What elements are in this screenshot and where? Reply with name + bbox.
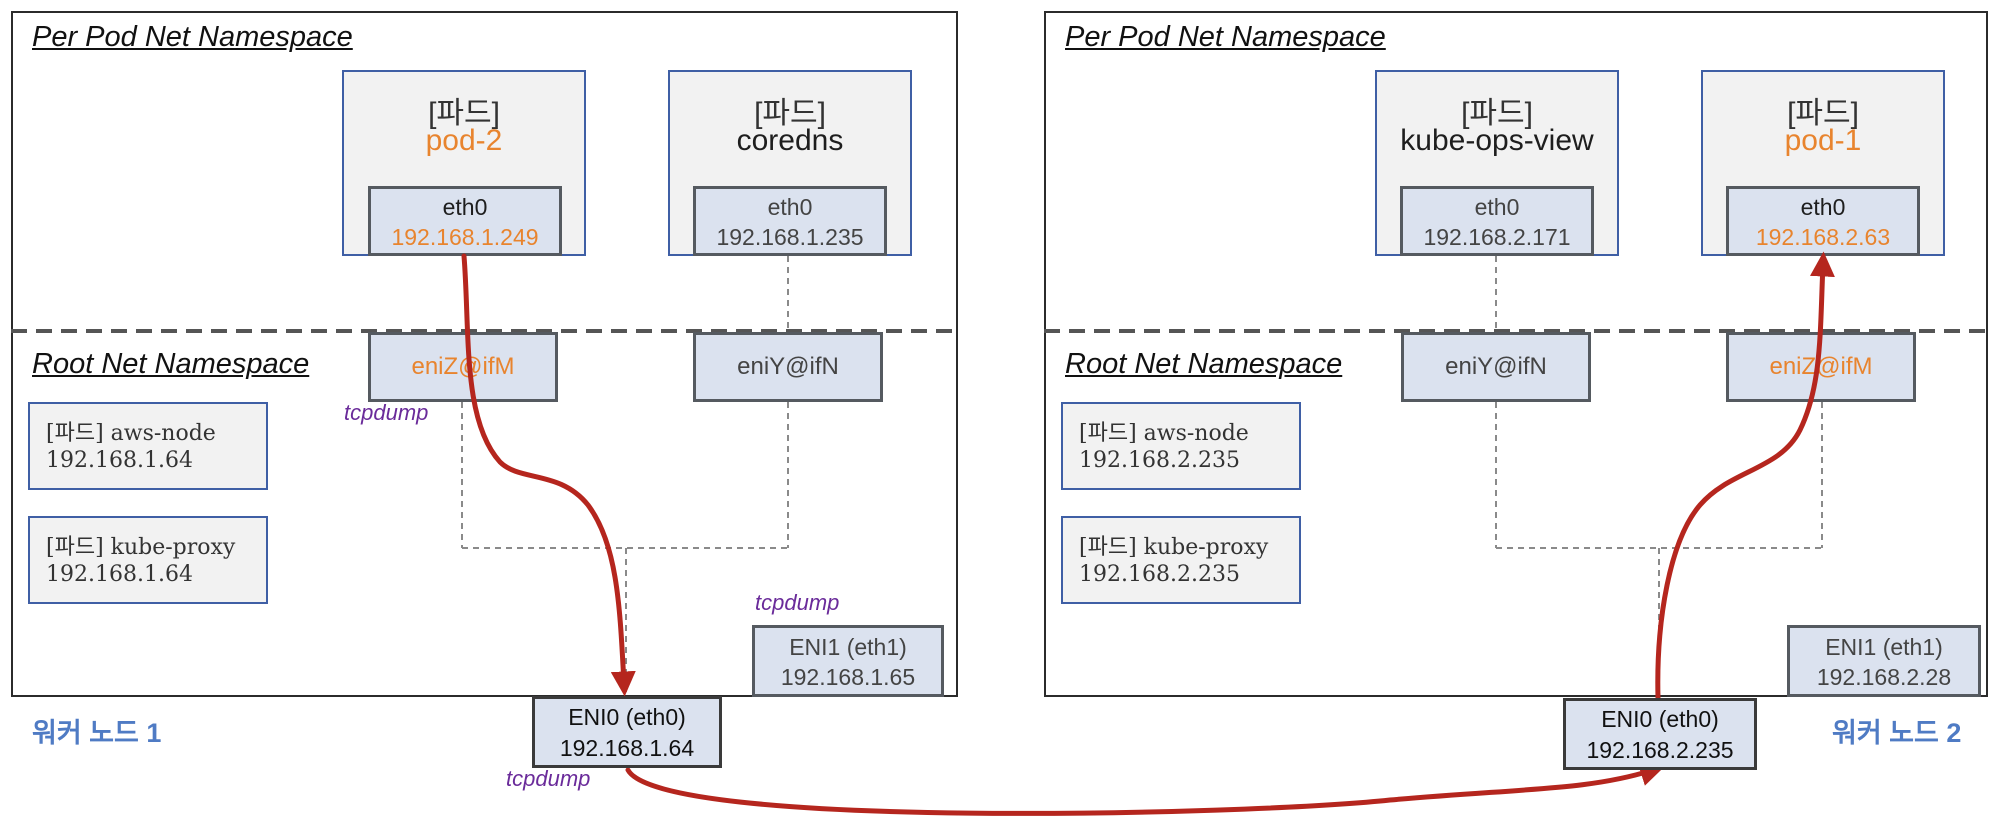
node1-per-pod-ns-label: Per Pod Net Namespace	[32, 21, 353, 53]
sys-pod-ip: 192.168.2.235	[1079, 562, 1240, 587]
node1-eni0[interactable]: ENI0 (eth0) 192.168.1.64	[532, 696, 722, 768]
sys-pod-name: [파드] aws-node	[46, 421, 216, 446]
pod-title: [파드]	[428, 97, 500, 130]
eth-ip: 192.168.1.249	[391, 224, 539, 250]
eni1-label: ENI1 (eth1)	[1825, 634, 1943, 660]
aws-node-pod[interactable]: [파드] aws-node 192.168.1.64	[28, 402, 268, 490]
flow-node1-to-node2	[625, 761, 1665, 816]
node2-veth-eniy[interactable]: eniY@ifN	[1401, 332, 1591, 402]
pod-title: [파드]	[754, 97, 826, 130]
eth-ip: 192.168.2.63	[1755, 224, 1891, 250]
node2-per-pod-ns-label: Per Pod Net Namespace	[1065, 21, 1386, 53]
worker-node-1-label: 워커 노드 1	[32, 718, 162, 748]
node2-aws-node-pod[interactable]: [파드] aws-node 192.168.2.235	[1061, 402, 1301, 490]
veth-eniz[interactable]: eniZ@ifM	[368, 332, 558, 402]
pod-2-eth0[interactable]: eth0 192.168.1.249	[368, 186, 562, 256]
pod-name: kube-ops-view	[1400, 124, 1594, 157]
tcpdump-label-eni1: tcpdump	[755, 590, 840, 615]
worker-node-2-label: 워커 노드 2	[1832, 718, 1962, 748]
tcpdump-label-veth: tcpdump	[344, 400, 429, 425]
node2-eni0[interactable]: ENI0 (eth0) 192.168.2.235	[1563, 698, 1757, 770]
pod-name: coredns	[736, 124, 844, 157]
eni1-ip: 192.168.1.65	[780, 664, 916, 690]
kube-ops-view-eth0[interactable]: eth0 192.168.2.171	[1400, 186, 1594, 256]
eni1-ip: 192.168.2.28	[1816, 664, 1952, 690]
node2-kube-proxy-pod[interactable]: [파드] kube-proxy 192.168.2.235	[1061, 516, 1301, 604]
node2-veth-eniz[interactable]: eniZ@ifM	[1726, 332, 1916, 402]
sys-pod-ip: 192.168.1.64	[46, 448, 193, 473]
node2-eni1[interactable]: ENI1 (eth1) 192.168.2.28	[1787, 625, 1981, 697]
eth-ip: 192.168.2.171	[1423, 224, 1571, 250]
pod-name: pod-2	[425, 124, 503, 157]
node2-root-ns-label: Root Net Namespace	[1065, 348, 1343, 380]
eni1-label: ENI1 (eth1)	[789, 634, 907, 660]
veth-eniy[interactable]: eniY@ifN	[693, 332, 883, 402]
eni0-ip: 192.168.2.235	[1586, 737, 1734, 763]
node1-root-ns-label: Root Net Namespace	[32, 348, 310, 380]
sys-pod-ip: 192.168.1.64	[46, 562, 193, 587]
sys-pod-name: [파드] kube-proxy	[46, 535, 236, 560]
pod-title: [파드]	[1787, 97, 1859, 130]
kube-proxy-pod[interactable]: [파드] kube-proxy 192.168.1.64	[28, 516, 268, 604]
eni0-label: ENI0 (eth0)	[1601, 706, 1719, 732]
eth-label: eth0	[1800, 194, 1846, 220]
eth-ip: 192.168.1.235	[716, 224, 864, 250]
node1-eni1[interactable]: ENI1 (eth1) 192.168.1.65	[752, 625, 944, 697]
eni0-label: ENI0 (eth0)	[568, 704, 686, 730]
tcpdump-label-eni0: tcpdump	[506, 766, 591, 791]
sys-pod-name: [파드] kube-proxy	[1079, 535, 1269, 560]
eth-label: eth0	[767, 194, 813, 220]
eth-label: eth0	[1474, 194, 1520, 220]
sys-pod-name: [파드] aws-node	[1079, 421, 1249, 446]
sys-pod-ip: 192.168.2.235	[1079, 448, 1240, 473]
pod-1-eth0[interactable]: eth0 192.168.2.63	[1726, 186, 1920, 256]
pod-title: [파드]	[1461, 97, 1533, 130]
eni0-ip: 192.168.1.64	[559, 735, 695, 761]
pod-name: pod-1	[1784, 124, 1862, 157]
coredns-eth0[interactable]: eth0 192.168.1.235	[693, 186, 887, 256]
eth-label: eth0	[442, 194, 488, 220]
